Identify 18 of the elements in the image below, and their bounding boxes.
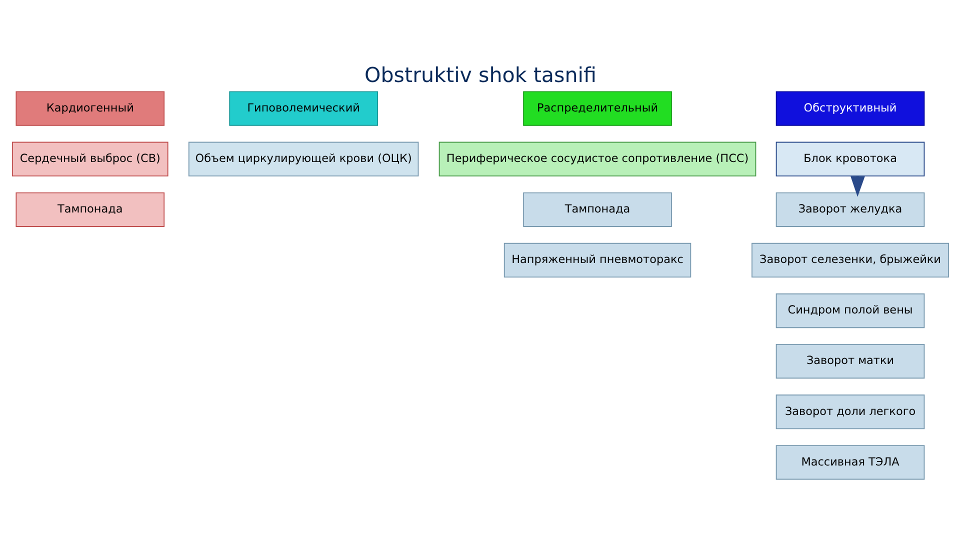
- node-box: Заворот селезенки, брыжейки: [752, 242, 950, 278]
- node-box: Тампонада: [16, 192, 165, 226]
- node-box: Гиповолемический: [229, 90, 378, 126]
- node-box: Обструктивный: [776, 90, 925, 126]
- node-box: Массивная ТЭЛА: [776, 444, 925, 480]
- node-box: Заворот доли легкого: [776, 394, 925, 429]
- node-box: Тампонада: [523, 192, 672, 226]
- node-box: Заворот матки: [776, 343, 925, 378]
- node-box: Блок кровотока: [776, 141, 925, 176]
- node-box: Распределительный: [523, 90, 672, 126]
- node-box: Заворот желудка: [776, 192, 925, 226]
- node-box: Синдром полой вены: [776, 292, 925, 328]
- node-box: Напряженный пневмоторакс: [504, 242, 692, 278]
- diagram-title: Obstruktiv shok tasnifi: [364, 62, 596, 86]
- node-box: Кардиогенный: [16, 90, 165, 126]
- node-box: Объем циркулирующей крови (ОЦК): [188, 141, 419, 176]
- node-box: Сердечный выброс (СВ): [12, 141, 168, 176]
- node-box: Периферическое сосудистое сопротивление (ПСС): [438, 141, 756, 176]
